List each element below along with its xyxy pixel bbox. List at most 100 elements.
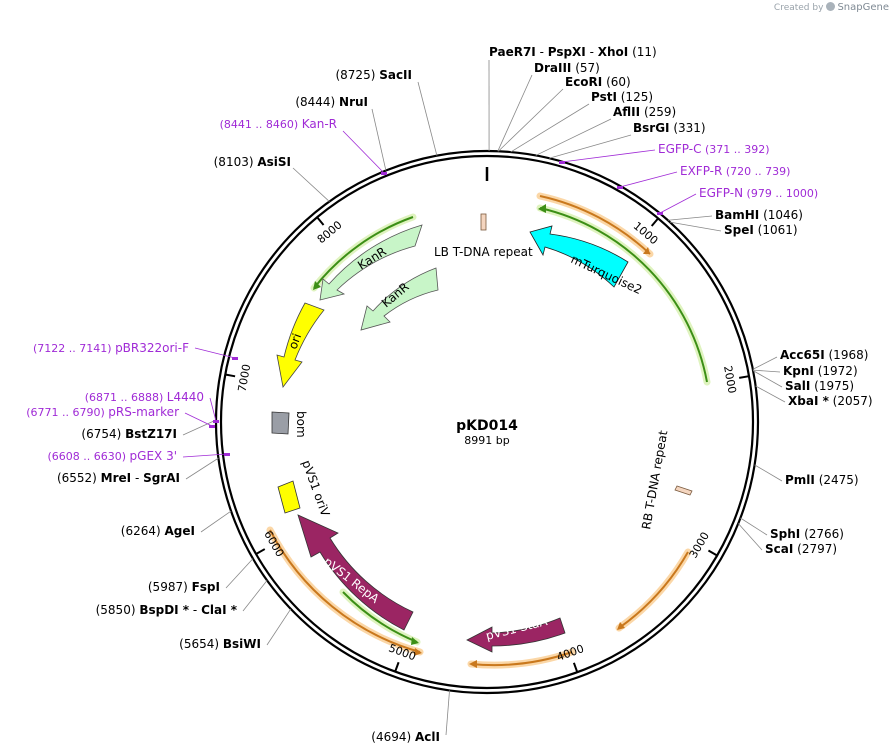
site-leader-kpni xyxy=(752,369,781,373)
site-enzyme-name: SacII xyxy=(379,68,412,82)
site-label-sphi[interactable]: SphI (2766) xyxy=(770,527,844,541)
site-label-sali[interactable]: SalI (1975) xyxy=(785,379,854,393)
site-label-scai[interactable]: ScaI (2797) xyxy=(765,542,837,556)
primer-label-pbr322ori-f[interactable]: (7122 .. 7141) pBR322ori-F xyxy=(33,341,189,355)
site-leader-bsrgi xyxy=(549,134,632,159)
primer-label-l4440[interactable]: (6871 .. 6888) L4440 xyxy=(85,390,204,404)
site-position: (5654) xyxy=(179,637,223,651)
site-position: (1975) xyxy=(810,379,854,393)
site-position: (8444) xyxy=(295,95,339,109)
site-label-bstz17i[interactable]: (6754) BstZ17I xyxy=(81,427,177,441)
green-arrow-head-1 xyxy=(538,204,546,213)
orange-arrow-head-1 xyxy=(643,247,650,254)
site-position: (1968) xyxy=(825,348,869,362)
primer-range: (6771 .. 6790) xyxy=(26,406,108,419)
site-label-asisi[interactable]: (8103) AsiSI xyxy=(214,155,291,169)
site-label-kpni[interactable]: KpnI (1972) xyxy=(783,364,858,378)
ruler-tick-label: 7000 xyxy=(236,363,254,393)
site-label-aflii[interactable]: AflII (259) xyxy=(613,105,676,119)
site-label-bsiwi[interactable]: (5654) BsiWI xyxy=(179,637,261,651)
ruler-tick-7000 xyxy=(225,373,236,378)
feature-ori-shape[interactable] xyxy=(276,302,325,388)
feature-label-bom: bom xyxy=(294,411,308,438)
site-leader-bstz17i xyxy=(182,419,217,436)
site-label-bsrgi[interactable]: BsrGI (331) xyxy=(633,121,706,135)
site-leader-nrui xyxy=(371,108,387,171)
site-leader-spei xyxy=(669,221,722,232)
site-separator: - xyxy=(131,471,143,485)
site-enzyme-name-2: ClaI * xyxy=(201,603,238,617)
feature-pvs1-staa-shape[interactable] xyxy=(466,617,566,653)
feature-mturquoise2-shape[interactable] xyxy=(529,225,629,288)
feature-arcs xyxy=(266,192,711,669)
feature-rb-tdna-shape[interactable] xyxy=(674,485,693,496)
primer-leader-exfp-r xyxy=(619,171,678,188)
primer-label-egfp-n[interactable]: EGFP-N (979 .. 1000) xyxy=(699,186,818,200)
green-arrow-head-2 xyxy=(313,281,321,290)
ruler-tick-6000 xyxy=(255,548,266,555)
site-enzyme-name: DraIII xyxy=(534,61,571,75)
site-enzyme-name: MreI xyxy=(101,471,131,485)
site-label-sacii[interactable]: (8725) SacII xyxy=(335,68,412,82)
primer-label-exfp-r[interactable]: EXFP-R (720 .. 739) xyxy=(680,164,790,178)
site-label-psti[interactable]: PstI (125) xyxy=(591,90,653,104)
feature-lb-tdna-shape[interactable] xyxy=(480,213,487,231)
site-leader-sphi xyxy=(740,517,768,536)
feature-kanr-inner-shape[interactable] xyxy=(360,267,439,331)
site-label-xbai[interactable]: XbaI * (2057) xyxy=(788,394,873,408)
site-label-ecori[interactable]: EcoRI (60) xyxy=(565,75,631,89)
primer-marker-pgex-3 xyxy=(224,453,230,456)
green-arc-1 xyxy=(539,207,708,383)
site-label-acli[interactable]: (4694) AclI xyxy=(371,730,440,744)
primer-label-prs-marker[interactable]: (6771 .. 6790) pRS-marker xyxy=(26,405,179,419)
ruler-tick-label: 4000 xyxy=(555,642,586,664)
site-label-draiii[interactable]: DraIII (57) xyxy=(534,61,600,75)
feature-kanr-outer-shape[interactable] xyxy=(319,224,423,301)
primer-label-egfp-c[interactable]: EGFP-C (371 .. 392) xyxy=(658,142,770,156)
feature-pvs1-repa-shape[interactable] xyxy=(297,514,414,631)
feature-pvs1-oriv-shape[interactable] xyxy=(277,480,301,514)
site-label-pmli[interactable]: PmlI (2475) xyxy=(785,473,859,487)
site-label-agei[interactable]: (6264) AgeI xyxy=(121,524,195,538)
plasmid-size: 8991 bp xyxy=(464,434,509,447)
site-enzyme-name: BsiWI xyxy=(223,637,261,651)
primer-leader-kan-r xyxy=(342,130,385,174)
primer-name: Kan-R xyxy=(302,117,337,131)
site-enzyme-name: EcoRI xyxy=(565,75,602,89)
site-leader-bspdi xyxy=(242,580,268,612)
site-label-spei[interactable]: SpeI (1061) xyxy=(724,223,798,237)
green-arc-2 xyxy=(313,216,414,289)
feature-bom-shape[interactable] xyxy=(271,411,290,435)
ruler-tick-label: 6000 xyxy=(261,528,286,559)
site-leader-acli xyxy=(445,690,450,736)
primer-leader-egfp-n xyxy=(659,193,697,214)
site-label-nrui[interactable]: (8444) NruI xyxy=(295,95,368,109)
snapgene-logo-icon xyxy=(826,2,836,11)
site-enzyme-name: SalI xyxy=(785,379,810,393)
primer-label-pgex-3[interactable]: (6608 .. 6630) pGEX 3' xyxy=(47,449,177,463)
feature-label-pvs1-oriv: pVS1 oriV xyxy=(299,458,333,519)
created-by-text: Created by xyxy=(773,3,824,13)
site-enzyme-name: SpeI xyxy=(724,223,754,237)
feature-shapes xyxy=(271,213,693,653)
site-leader-pmli xyxy=(754,464,783,482)
site-label-paer7i[interactable]: PaeR7I - PspXI - XhoI (11) xyxy=(489,45,657,59)
site-label-mrei[interactable]: (6552) MreI - SgrAI xyxy=(57,471,180,485)
site-position: (125) xyxy=(617,90,653,104)
site-enzyme-name: AclI xyxy=(415,730,440,744)
site-label-acc65i[interactable]: Acc65I (1968) xyxy=(780,348,868,362)
primer-name: EGFP-C xyxy=(658,142,701,156)
site-position: (8103) xyxy=(214,155,258,169)
site-position: (11) xyxy=(628,45,656,59)
site-leader-acc65i xyxy=(752,356,778,370)
primer-marker-l4440 xyxy=(213,420,219,423)
site-position: (331) xyxy=(670,121,706,135)
primer-label-kan-r[interactable]: (8441 .. 8460) Kan-R xyxy=(220,117,337,131)
primer-range: (371 .. 392) xyxy=(701,143,769,156)
site-label-bamhi[interactable]: BamHI (1046) xyxy=(715,208,803,222)
primer-range: (6871 .. 6888) xyxy=(85,391,167,404)
site-position: (6552) xyxy=(57,471,101,485)
site-label-bspdi[interactable]: (5850) BspDI * - ClaI * xyxy=(96,603,238,617)
site-label-fspi[interactable]: (5987) FspI xyxy=(148,580,220,594)
